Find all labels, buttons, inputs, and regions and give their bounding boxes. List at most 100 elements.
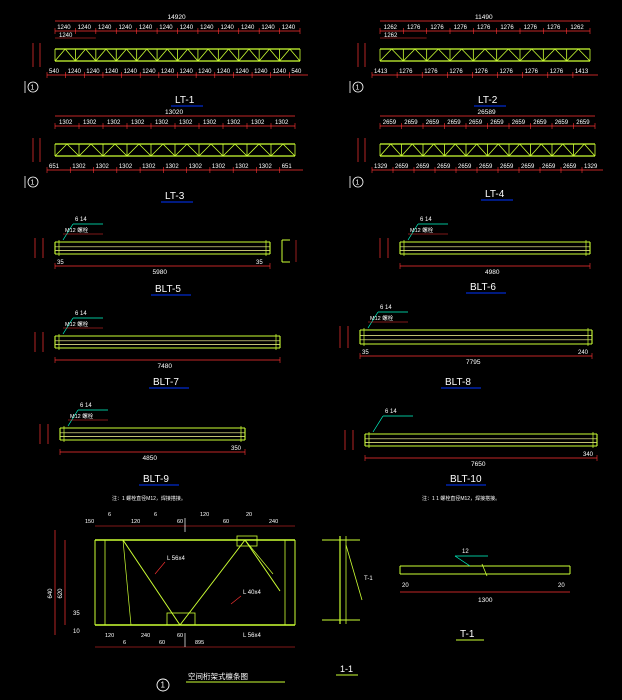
truss-diagonal — [162, 143, 176, 157]
dimension-bottom-value: 2659 — [500, 164, 514, 170]
dimension-detail-left: 620 — [58, 588, 64, 599]
dimension-end-right: 240 — [578, 350, 589, 356]
plate-t1-label: T-1 — [460, 629, 475, 640]
dimension-note: 1262 — [384, 33, 398, 39]
dimension-bottom-value: 1276 — [449, 69, 463, 75]
truss-diagonal — [54, 48, 66, 62]
dimension-detail-top: 6 — [108, 512, 111, 518]
dimension-length: 4850 — [143, 455, 158, 462]
dimension-top-value: 1302 — [131, 120, 145, 126]
dimension-end-right: 340 — [583, 452, 594, 458]
dimension-bottom-value: 2659 — [437, 164, 451, 170]
dimension-detail-bottom: 240 — [141, 633, 150, 639]
truss-diagonal — [540, 143, 553, 157]
dimension-top-value: 2659 — [576, 120, 590, 126]
dimension-top-value: 1302 — [227, 120, 241, 126]
weld-leader — [372, 415, 384, 433]
truss-label: LT-3 — [165, 191, 185, 202]
truss-diagonal — [497, 143, 510, 157]
detail-diagonal-inner — [122, 539, 132, 626]
truss-diagonal — [115, 48, 127, 62]
section-marker-circle — [352, 81, 364, 93]
section-marker-number: 1 — [356, 85, 360, 92]
truss-diagonal — [258, 143, 272, 157]
detail-diagonal — [244, 539, 281, 592]
dimension-detail-top: 150 — [85, 519, 94, 525]
truss-label: LT-2 — [478, 95, 498, 106]
dimension-bottom-value: 1240 — [142, 69, 156, 75]
dimension-detail-top: 120 — [131, 519, 140, 525]
dimension-bottom-value: 1276 — [500, 69, 514, 75]
dimension-bottom-value: 1302 — [142, 164, 156, 170]
dimension-top-value: 1240 — [139, 25, 153, 31]
dimension-bottom-value: 2659 — [458, 164, 472, 170]
dimension-bottom-value: 1240 — [235, 69, 249, 75]
bolt-note: M12 螺栓 — [65, 320, 89, 328]
truss-diagonal — [465, 143, 478, 157]
dimension-bottom-value: 1276 — [525, 69, 539, 75]
dimension-bottom-value: 1302 — [258, 164, 272, 170]
truss-diagonal — [476, 143, 488, 157]
dimension-top-value: 2659 — [404, 120, 418, 126]
dimension-detail-left: 10 — [73, 629, 80, 635]
dimension-detail-bottom: 120 — [105, 633, 114, 639]
dimension-top-value: 1302 — [179, 120, 193, 126]
section-member-label: T-1 — [364, 576, 373, 582]
dimension-top-value: 1240 — [261, 25, 275, 31]
dimension-top-value: 2659 — [447, 120, 461, 126]
beam-label: BLT-8 — [445, 377, 471, 388]
truss-diagonal — [426, 48, 439, 62]
weld-leader — [407, 223, 419, 241]
dimension-length: 7480 — [158, 363, 173, 370]
beam-label: BLT-7 — [153, 377, 179, 388]
truss-diagonal — [270, 143, 284, 157]
dimension-length: 7795 — [466, 359, 481, 366]
dimension-top-value: 1276 — [454, 25, 468, 31]
weld-leader — [62, 317, 74, 335]
truss-diagonal — [390, 143, 402, 157]
section-marker-number: 1 — [31, 180, 35, 187]
dimension-top-value: 1302 — [251, 120, 265, 126]
dimension-bottom-value: 1302 — [212, 164, 226, 170]
truss-diagonal — [279, 48, 291, 62]
truss-diagonal — [85, 48, 97, 62]
dimension-total: 26589 — [478, 109, 496, 116]
section-marker-number: 1 — [31, 85, 35, 92]
dimension-bottom-value: 1240 — [254, 69, 268, 75]
truss-label: LT-1 — [175, 95, 195, 106]
dimension-bottom-value: 1302 — [165, 164, 179, 170]
dimension-bottom-value: 540 — [49, 69, 60, 75]
truss-diagonal — [496, 48, 509, 62]
dimension-detail-top: 60 — [223, 519, 229, 525]
detail-diagonal — [179, 539, 246, 626]
truss-diagonal — [64, 48, 76, 62]
dimension-detail-bottom: 895 — [195, 640, 204, 646]
truss-diagonal — [54, 143, 68, 157]
truss-diagonal — [174, 143, 188, 157]
dimension-top-value: 1302 — [275, 120, 289, 126]
dimension-top-value: 1240 — [241, 25, 255, 31]
weld-symbol: 6 14 — [75, 311, 87, 317]
detail-diagonal-inner — [244, 539, 274, 575]
section-name: 1-1 — [340, 664, 353, 674]
truss-diagonal — [105, 48, 117, 62]
dimension-top-value: 1240 — [118, 25, 132, 31]
truss-diagonal — [508, 48, 521, 62]
dimension-end-left: 20 — [402, 583, 409, 589]
plate-t1-break — [481, 563, 488, 577]
dimension-end-right: 20 — [558, 583, 565, 589]
dimension-bottom-value: 1240 — [198, 69, 212, 75]
truss-diagonal — [566, 48, 579, 62]
dimension-top-value: 1276 — [407, 25, 421, 31]
truss-diagonal — [218, 48, 229, 62]
truss-diagonal — [401, 143, 413, 157]
dimension-detail-bottom: 60 — [159, 640, 165, 646]
dimension-detail-top: 20 — [246, 512, 252, 518]
truss-diagonal — [114, 143, 128, 157]
truss-diagonal — [102, 143, 116, 157]
dimension-bottom-value: 2659 — [416, 164, 430, 170]
truss-diagonal — [508, 143, 521, 157]
dimension-bottom-value: 1276 — [474, 69, 488, 75]
truss-diagonal — [531, 48, 544, 62]
